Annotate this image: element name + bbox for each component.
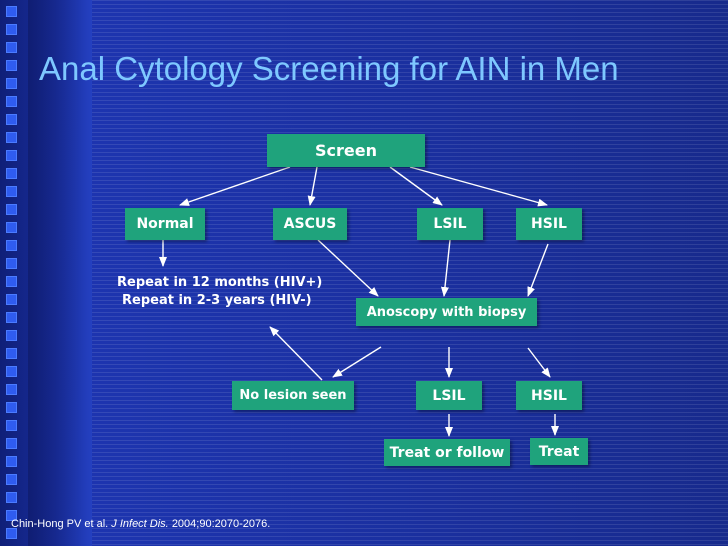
sidebar-square [6,312,17,323]
sidebar-square [6,240,17,251]
treat-node: Treat [530,438,588,465]
ascus-node: ASCUS [273,208,347,240]
sidebar-square [6,276,17,287]
citation-details: 2004;90:2070-2076. [171,518,271,530]
arrow-screen-to-normal [179,166,291,206]
arrow-screen-to-ascus [307,166,318,206]
sidebar-square [6,42,17,53]
arrow-hsil-to-anoscopy [527,243,549,297]
treat-or-follow-node: Treat or follow [384,439,510,466]
sidebar-square [6,204,17,215]
anoscopy-node: Anoscopy with biopsy [356,298,537,326]
sidebar-square [6,132,17,143]
repeat-note-line1: Repeat in 12 months (HIV+) [117,275,323,290]
decorative-sidebar [0,0,92,546]
sidebar-square [6,348,17,359]
arrow-anoscopy-to-hsil [527,347,551,378]
sidebar-square [6,438,17,449]
sidebar-square [6,60,17,71]
sidebar-square [6,402,17,413]
no-lesion-node: No lesion seen [232,381,354,410]
sidebar-square [6,474,17,485]
arrow-anoscopy-to-nolesion [332,346,382,378]
screen-node: Screen [267,134,425,167]
sidebar-square [6,258,17,269]
sidebar-square [6,150,17,161]
slide-title: Anal Cytology Screening for AIN in Men [39,50,619,87]
sidebar-square [6,24,17,35]
lsil-top-node: LSIL [417,208,483,240]
sidebar-square [6,114,17,125]
arrow-screen-to-lsil [389,166,443,206]
hsil-top-node: HSIL [516,208,582,240]
sidebar-square [6,294,17,305]
lsil-bottom-node: LSIL [416,381,482,410]
sidebar-square [6,492,17,503]
arrow-lsil-to-anoscopy [440,239,451,297]
normal-node: Normal [125,208,205,240]
citation-authors: Chin-Hong PV et al. [11,518,109,530]
sidebar-square [6,456,17,467]
hsil-bottom-node: HSIL [516,381,582,410]
sidebar-square [6,6,17,17]
arrow-ascus-to-anoscopy [317,239,379,297]
sidebar-square [6,96,17,107]
sidebar-square [6,222,17,233]
citation-journal: J Infect Dis. [111,518,169,530]
arrow-screen-to-hsil [409,166,548,207]
sidebar-square [6,186,17,197]
citation: Chin-Hong PV et al. J Infect Dis. 2004;9… [11,518,270,530]
sidebar-square [6,366,17,377]
sidebar-square [6,78,17,89]
sidebar-stripe [28,0,86,546]
arrow-nolesion-to-repeat [269,326,323,381]
sidebar-square [6,384,17,395]
repeat-note-line2: Repeat in 2-3 years (HIV-) [122,293,312,308]
sidebar-square [6,510,17,521]
sidebar-square [6,168,17,179]
sidebar-square [6,420,17,431]
sidebar-square [6,330,17,341]
sidebar-square [6,528,17,539]
